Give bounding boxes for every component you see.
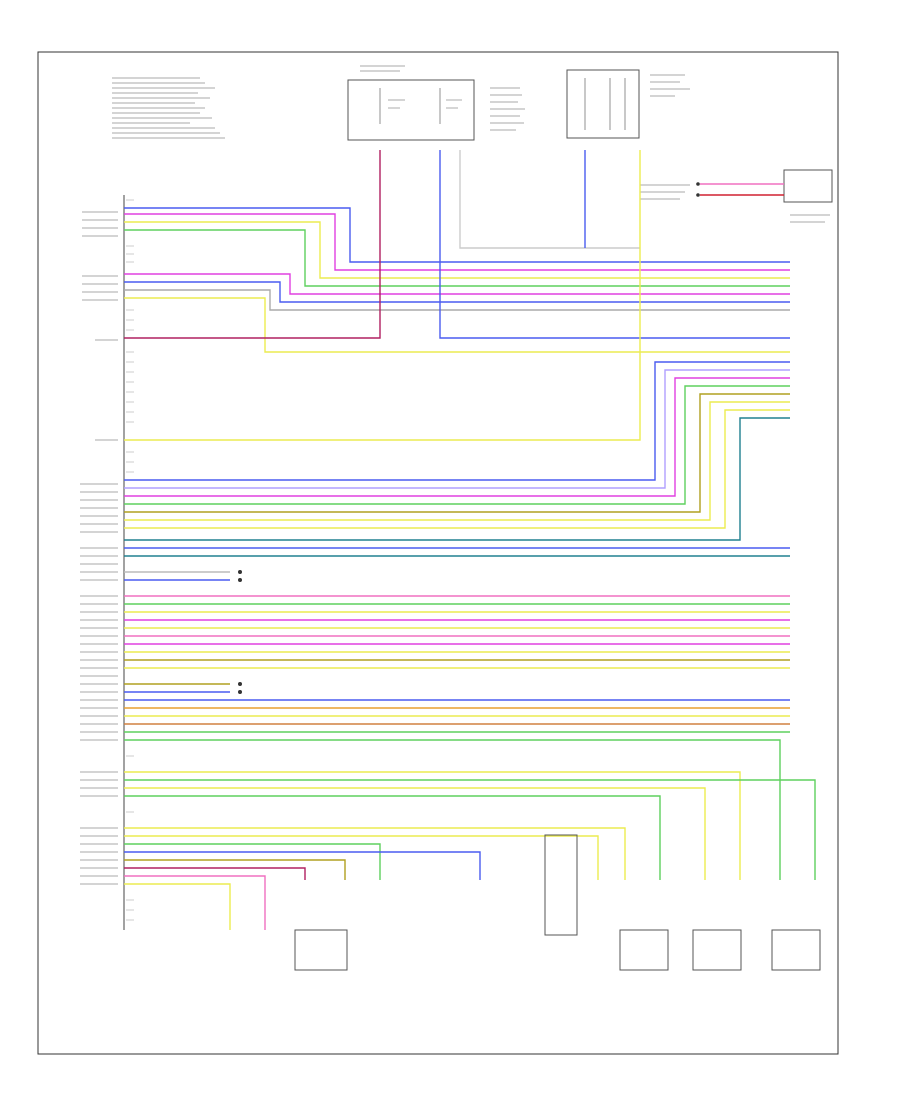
wire-group-bottom <box>124 739 816 930</box>
occupant-detection-module <box>566 69 690 139</box>
top-note-block <box>112 77 225 139</box>
fuse-box <box>347 65 525 141</box>
diagram-frame <box>37 51 839 1055</box>
splice-markers <box>238 570 242 694</box>
bottom-sensors <box>294 834 821 971</box>
pin-labels <box>80 211 118 885</box>
wire-group-middle <box>124 571 790 733</box>
right-module <box>640 169 833 223</box>
pin-numbers <box>126 199 134 921</box>
wire-group-right <box>124 361 790 557</box>
wire-group-top <box>124 150 790 441</box>
